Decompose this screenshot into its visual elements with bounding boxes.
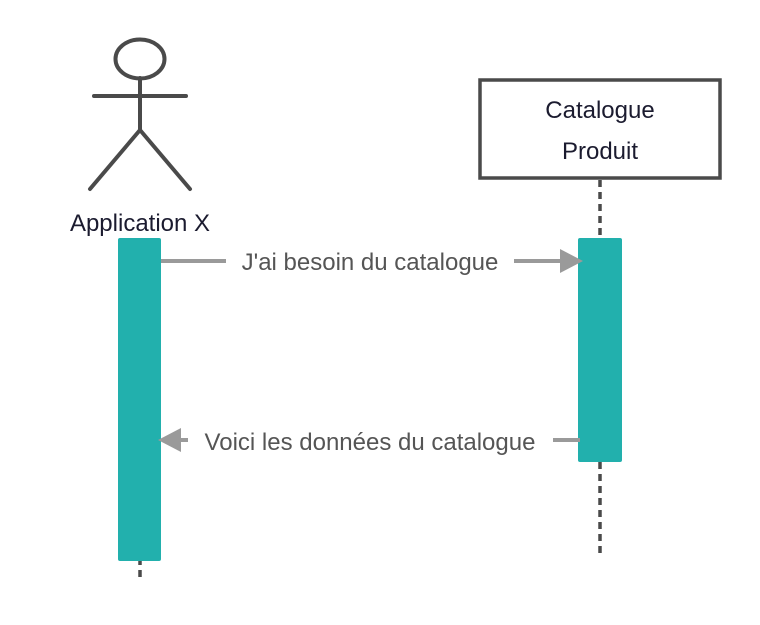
actor-application-x: Application X — [70, 37, 210, 237]
message-response: Voici les données du catalogue — [158, 428, 580, 456]
object-label-line-2: Produit — [562, 138, 638, 165]
object-box — [478, 78, 722, 180]
object-catalogue-produit: Catalogue Produit — [478, 78, 722, 180]
message-request: J'ai besoin du catalogue — [161, 249, 583, 276]
lifeline-application-x — [118, 238, 161, 580]
lifeline-catalogue-produit — [578, 180, 622, 558]
actor-label: Application X — [70, 210, 210, 237]
activation-bar — [578, 238, 622, 462]
stick-figure-icon — [88, 37, 192, 191]
activation-bar — [118, 238, 161, 561]
object-label-line-1: Catalogue — [545, 97, 654, 124]
message-label: J'ai besoin du catalogue — [242, 249, 499, 276]
message-label: Voici les données du catalogue — [205, 429, 536, 456]
arrowhead-left-icon — [158, 428, 181, 452]
arrowhead-right-icon — [560, 249, 583, 273]
